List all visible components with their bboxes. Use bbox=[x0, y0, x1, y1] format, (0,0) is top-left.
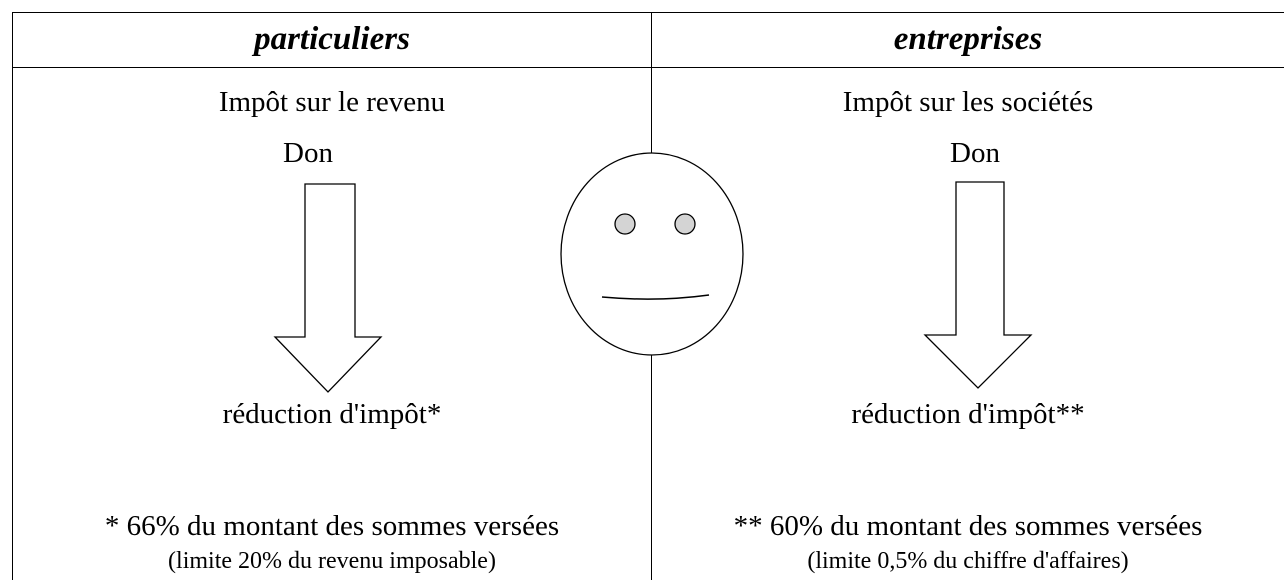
face-outline bbox=[560, 152, 744, 356]
right-limit-note: (limite 0,5% du chiffre d'affaires) bbox=[807, 548, 1129, 574]
left-eye bbox=[614, 213, 636, 235]
mouth bbox=[601, 294, 710, 300]
right-footnote: ** 60% du montant des sommes versées bbox=[733, 510, 1203, 542]
down-arrow-icon bbox=[923, 181, 1033, 389]
left-result-label: réduction d'impôt* bbox=[222, 398, 442, 430]
right-don-label: Don bbox=[950, 137, 1000, 169]
left-footnote: * 66% du montant des sommes versées bbox=[104, 510, 560, 542]
left-limit-note: (limite 20% du revenu imposable) bbox=[168, 548, 496, 574]
left-tax-type: Impôt sur le revenu bbox=[218, 86, 446, 118]
left-don-label: Don bbox=[283, 137, 333, 169]
right-result-label: réduction d'impôt** bbox=[851, 398, 1085, 430]
right-tax-type: Impôt sur les sociétés bbox=[842, 86, 1094, 118]
header-divider bbox=[12, 67, 1284, 68]
down-arrow-icon bbox=[273, 183, 383, 393]
neutral-face-icon bbox=[560, 152, 744, 356]
table-left-border bbox=[12, 12, 13, 580]
header-particuliers: particuliers bbox=[254, 21, 410, 57]
right-eye bbox=[674, 213, 696, 235]
table-top-border bbox=[12, 12, 1284, 13]
header-entreprises: entreprises bbox=[893, 21, 1043, 57]
